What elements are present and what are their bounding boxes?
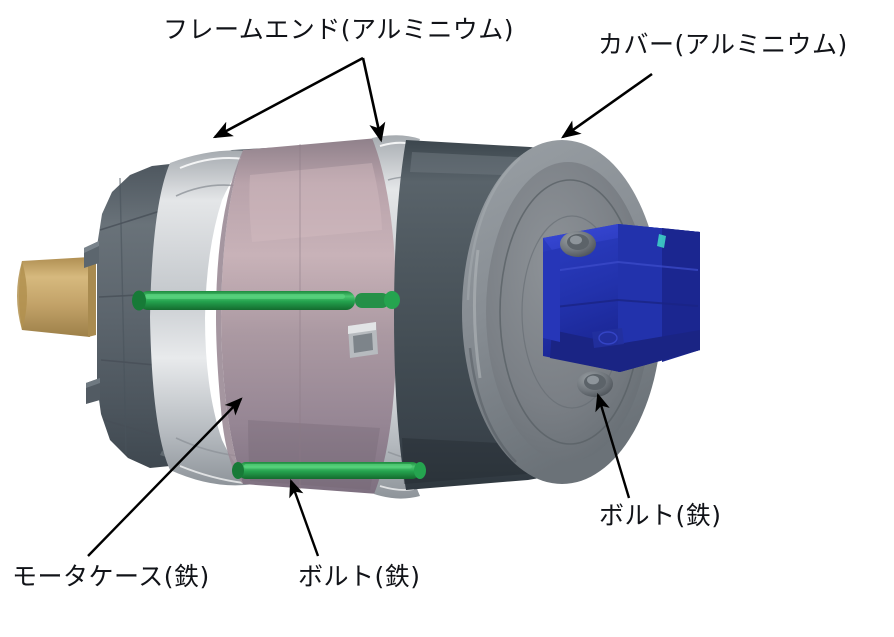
motor-case-barrel: [216, 138, 398, 494]
connector-block: [543, 224, 700, 372]
callout-bolt-right: ボルト(鉄): [599, 501, 722, 530]
output-shaft: [17, 257, 96, 337]
bolt-upper-green: [132, 290, 400, 311]
bolt-lower-green: [232, 462, 426, 479]
callout-frame-end: フレームエンド(アルミニウム): [163, 15, 515, 44]
callout-cover: カバー(アルミニウム): [598, 30, 848, 59]
callout-motor-case: モータケース(鉄): [12, 562, 210, 591]
bolt-face-top: [560, 231, 596, 257]
bolt-face-bottom: [577, 371, 613, 397]
callout-bolt-lower: ボルト(鉄): [298, 562, 421, 591]
